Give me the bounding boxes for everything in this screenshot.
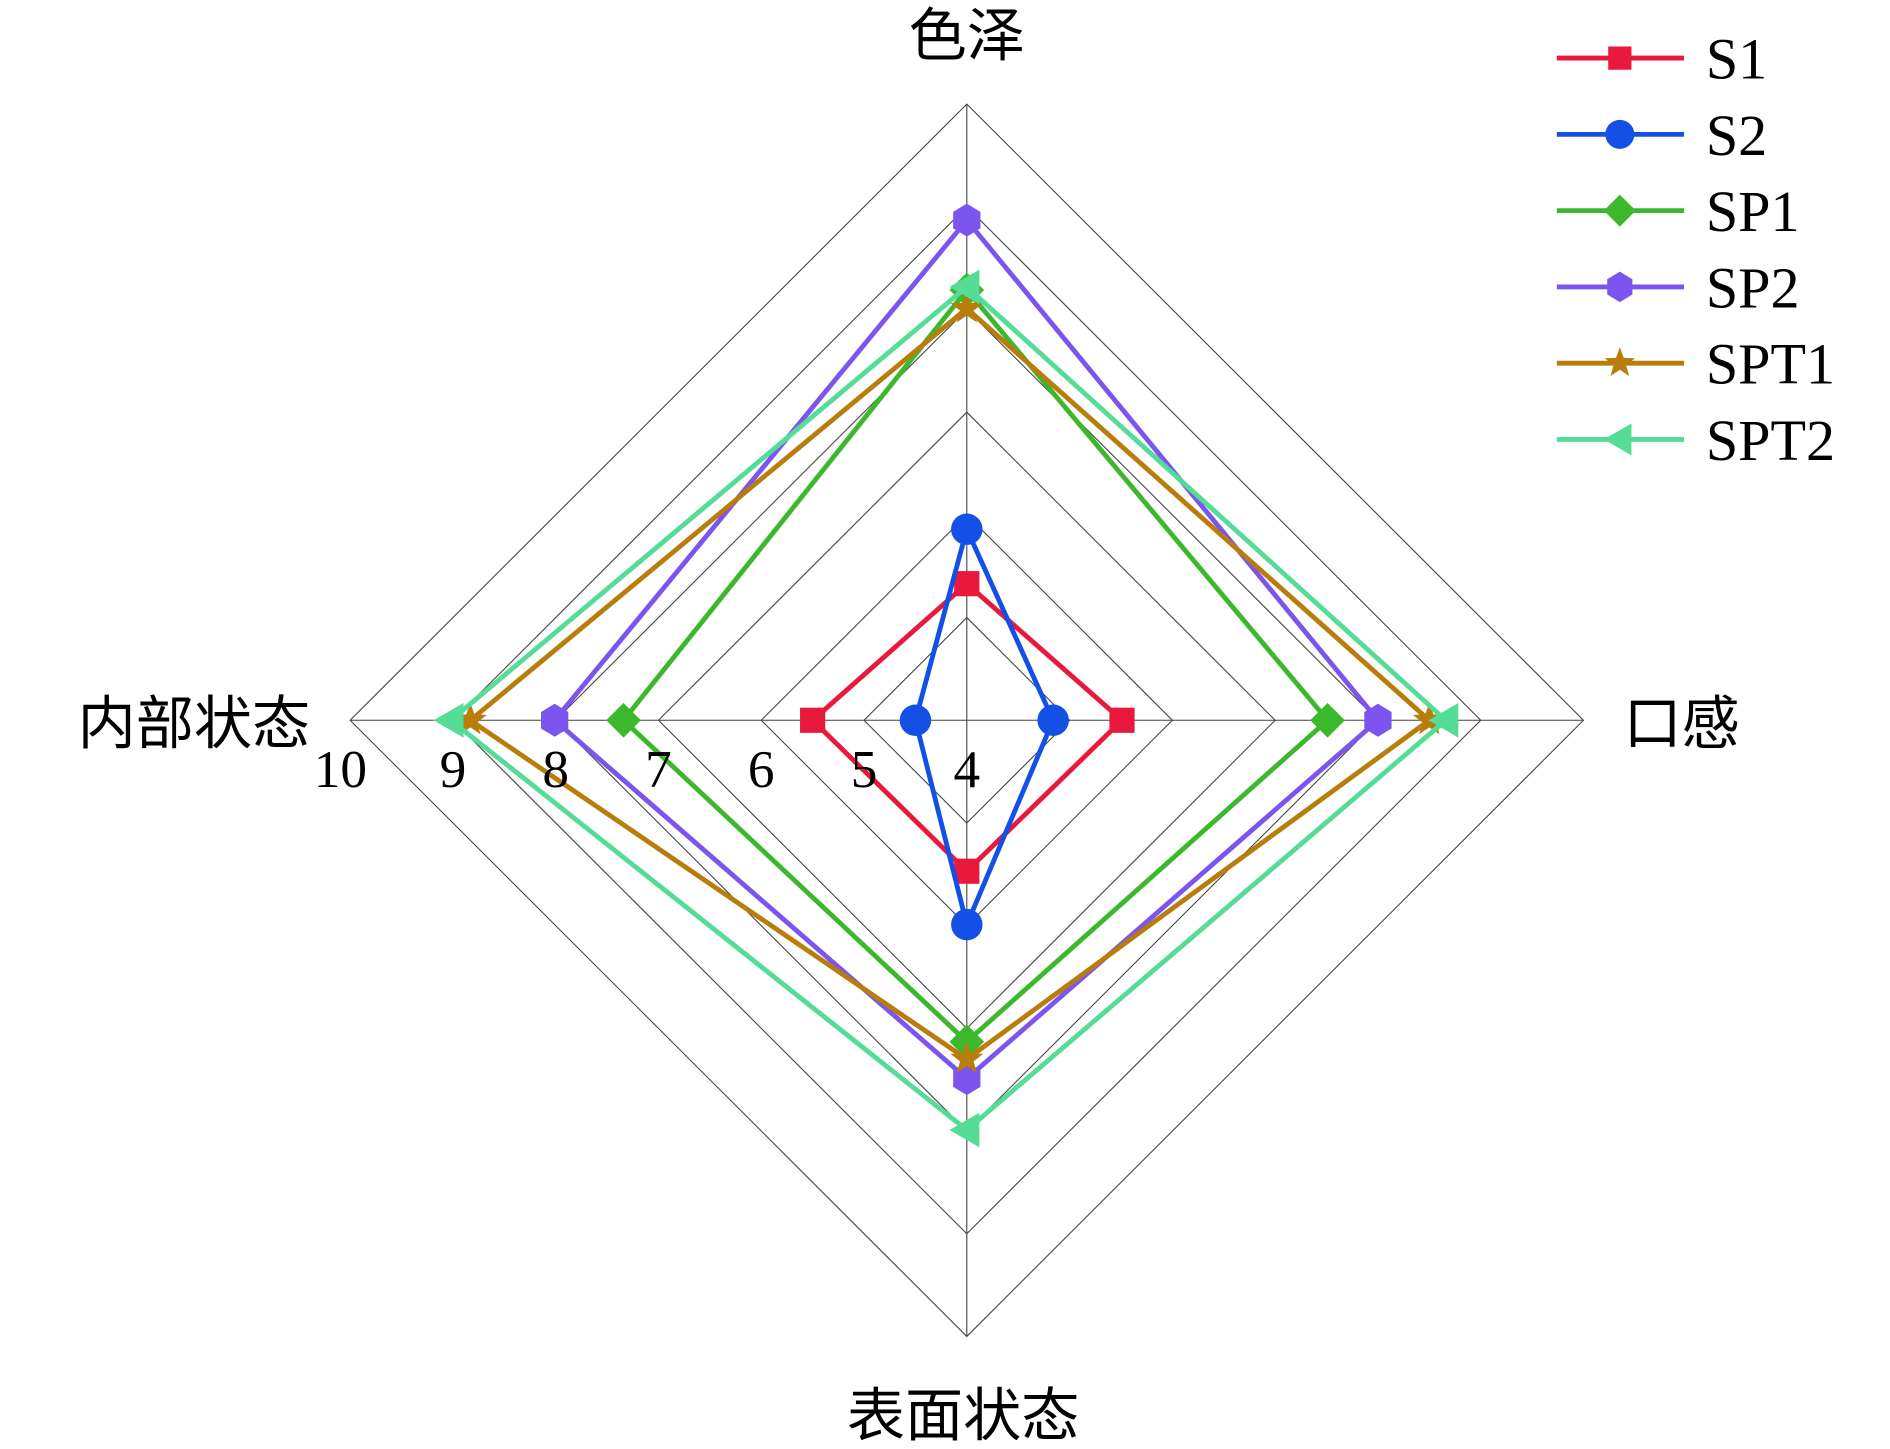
series-line [466,305,1434,1063]
marker-hexagon [1607,271,1633,303]
legend-label: S2 [1706,103,1767,168]
legend-item-spt2: SPT2 [1556,408,1835,473]
marker-triangle-left [949,269,980,305]
axis-label-interior: 内部状态 [78,691,311,756]
axis-label-surface: 表面状态 [847,1384,1080,1449]
marker-hexagon [953,1062,981,1096]
marker-diamond [606,702,641,738]
legend-label: SP2 [1706,255,1800,320]
marker-triangle-left [949,1112,980,1148]
series-sp1 [606,272,1345,1060]
marker-triangle-left [1428,702,1459,738]
marker-circle [951,513,983,545]
marker-square [954,571,980,597]
legend-label: SPT2 [1706,408,1835,473]
marker-star [1604,347,1636,377]
marker-circle [951,908,983,941]
legend-label: S1 [1706,27,1767,92]
legend-item-sp2: SP2 [1556,255,1800,320]
marker-hexagon [541,703,569,737]
series-group [433,203,1459,1148]
series-line [447,283,1450,1134]
marker-triangle-left [433,702,464,738]
tick-label: 6 [748,740,775,799]
series-line [912,522,1056,933]
legend-label: SP1 [1706,179,1800,244]
axis-label-color: 色泽 [909,4,1025,69]
tick-label: 10 [314,740,367,799]
marker-circle [899,704,932,736]
tick-label: 9 [440,740,467,799]
legend-item-sp1: SP1 [1556,179,1800,244]
tick-label: 7 [645,740,672,799]
marker-star [950,291,984,323]
tick-label: 4 [953,740,980,799]
marker-square [800,707,826,733]
series-s2 [899,513,1069,941]
legend-label: SPT1 [1706,332,1835,397]
tick-labels: 4 5 6 7 8 9 10 [314,740,980,799]
tick-label: 5 [851,740,878,799]
marker-square [1608,46,1632,70]
legend-item-s1: S1 [1556,27,1767,92]
series-spt2 [433,269,1459,1148]
marker-square [1109,707,1135,733]
marker-star [453,702,487,735]
marker-diamond [1310,702,1345,738]
marker-triangle-left [1603,423,1632,456]
marker-circle [1037,704,1069,736]
marker-square [954,858,980,884]
axis-label-taste: 口感 [1623,691,1739,756]
series-s1 [800,571,1135,884]
marker-hexagon [953,203,981,237]
legend-item-s2: S2 [1556,103,1767,168]
marker-diamond [1603,194,1636,227]
legend-item-spt1: SPT1 [1556,332,1835,397]
marker-circle [1605,119,1635,149]
marker-star [950,1041,984,1074]
tick-label: 8 [542,740,569,799]
marker-hexagon [1364,703,1392,737]
marker-star [1412,702,1446,735]
series-spt1 [453,291,1446,1074]
